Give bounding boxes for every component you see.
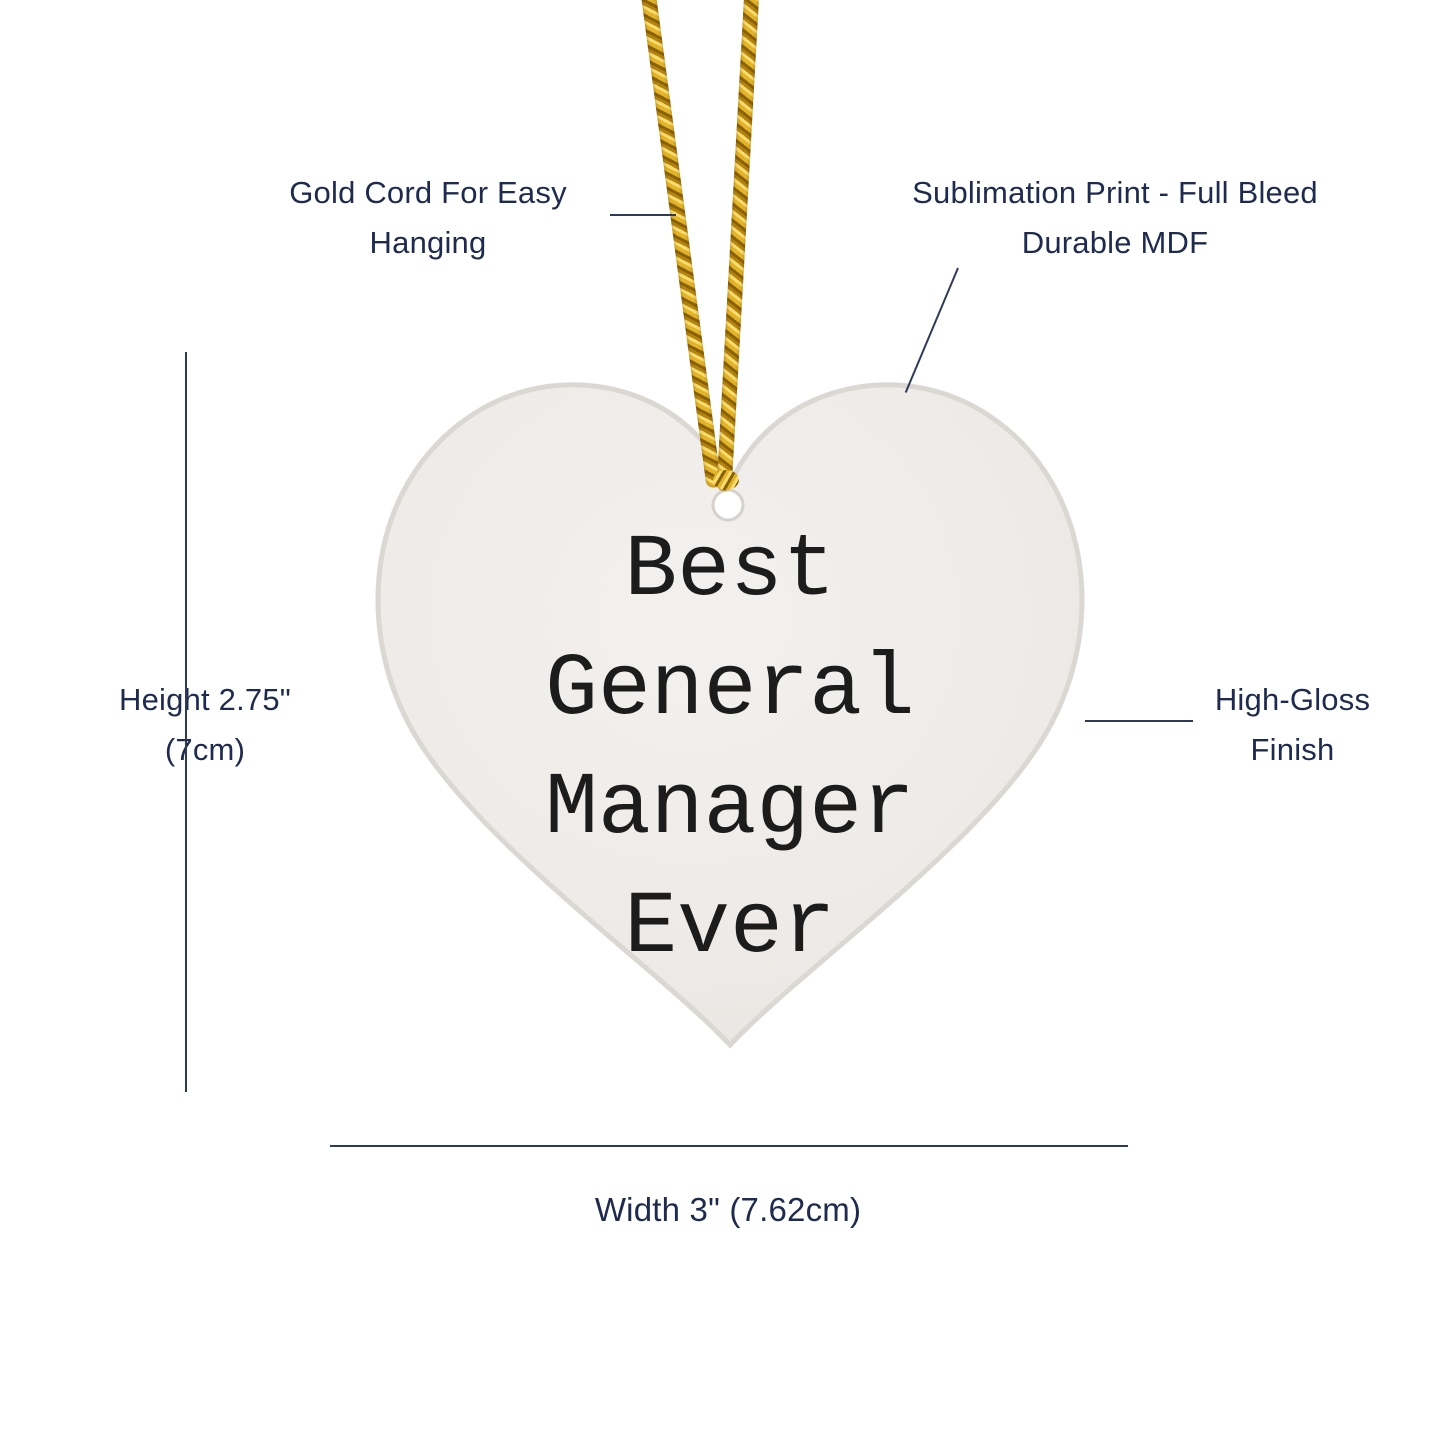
engraving-text: Best General Manager Ever <box>330 512 1130 988</box>
engraving-line-3: Manager <box>545 760 915 859</box>
engraving-line-4: Ever <box>624 879 836 978</box>
label-height: Height 2.75" (7cm) <box>119 682 291 767</box>
callout-line-high-gloss <box>1085 720 1193 722</box>
engraving-line-2: General <box>545 641 915 740</box>
engraving-line-1: Best <box>624 522 836 621</box>
label-high-gloss: High-Gloss Finish <box>1214 682 1371 767</box>
dimension-line-width <box>330 1145 1128 1147</box>
label-gold-cord: Gold Cord For Easy Hanging <box>289 175 567 260</box>
dimension-line-height <box>185 352 187 1092</box>
label-width: Width 3" (7.62cm) <box>594 1191 862 1228</box>
callout-line-gold-cord <box>610 214 676 216</box>
label-sublimation-print: Sublimation Print - Full Bleed Durable M… <box>912 175 1318 260</box>
gold-cord-knot <box>713 470 739 490</box>
